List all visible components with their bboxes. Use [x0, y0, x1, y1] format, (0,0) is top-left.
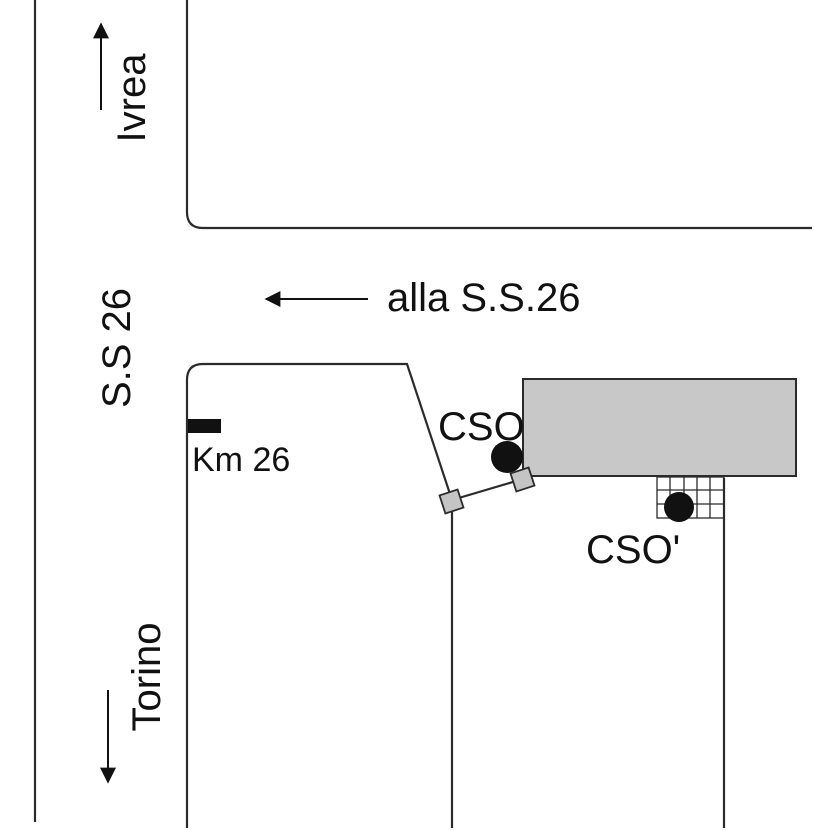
ss26-vertical-label: S.S 26	[95, 288, 139, 408]
junction-box-right	[509, 466, 536, 493]
building	[522, 378, 797, 477]
upper-block-edge	[185, 0, 812, 230]
km-marker	[188, 419, 221, 433]
alla-ss26-label: alla S.S.26	[387, 276, 580, 320]
ivrea-label: Ivrea	[110, 53, 154, 143]
connecting-pipe	[451, 477, 524, 502]
km-label: Km 26	[192, 441, 290, 479]
cso-label: CSO	[438, 405, 525, 449]
cso-marker	[491, 441, 523, 473]
cso-prime-label: CSO'	[586, 528, 680, 572]
lower-block-edge	[185, 362, 454, 828]
junction-box-left	[438, 488, 465, 515]
cso-prime-marker	[664, 492, 694, 522]
torino-label: Torino	[125, 623, 169, 732]
